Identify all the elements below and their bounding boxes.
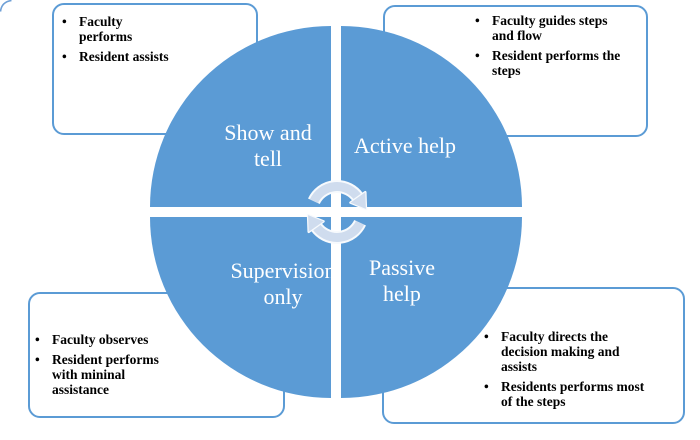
bullet-icon: • xyxy=(475,13,480,28)
callout-text: Faculty observes xyxy=(52,332,149,347)
bullet-icon: • xyxy=(484,379,489,394)
bullet-icon: • xyxy=(484,329,489,344)
bullet-icon: • xyxy=(35,332,40,347)
cycle-arrows-icon xyxy=(306,180,368,244)
callout-text: Faculty guides steps and flow xyxy=(492,13,608,43)
list-item: • Resident assists xyxy=(62,49,256,64)
callout-text: Residents performs most of the steps xyxy=(501,379,645,409)
callout-box-bottom-left: • Faculty observes • Resident performs w… xyxy=(28,292,285,418)
callout-text: Resident performs with mininal assistanc… xyxy=(52,352,159,397)
list-item: • Resident performs with mininal assista… xyxy=(35,352,283,397)
callout-text: Faculty directs the decision making and … xyxy=(501,329,620,374)
quadrant-label-active-help: Active help xyxy=(353,133,457,158)
list-item: • Faculty performs xyxy=(62,14,256,44)
list-item: • Faculty directs the decision making an… xyxy=(484,329,683,374)
bullet-icon: • xyxy=(475,48,480,63)
bullet-icon: • xyxy=(62,14,67,29)
callout-text: Faculty performs xyxy=(79,14,133,44)
frame-corner-arc xyxy=(0,0,12,12)
list-item: • Faculty observes xyxy=(35,332,283,347)
list-item: • Residents performs most of the steps xyxy=(484,379,683,409)
callout-text: Resident performs the steps xyxy=(492,48,621,78)
callout-text: Resident assists xyxy=(79,49,169,64)
quadrant-label-show-and-tell: Show and tell xyxy=(224,120,312,171)
bullet-icon: • xyxy=(35,352,40,367)
quadrant-label-supervision-only: Supervision only xyxy=(230,258,336,309)
quadrant-label-passive-help: Passive help xyxy=(369,255,435,306)
bullet-icon: • xyxy=(62,49,67,64)
list-item: • Resident performs the steps xyxy=(475,48,646,78)
list-item: • Faculty guides steps and flow xyxy=(475,13,646,43)
